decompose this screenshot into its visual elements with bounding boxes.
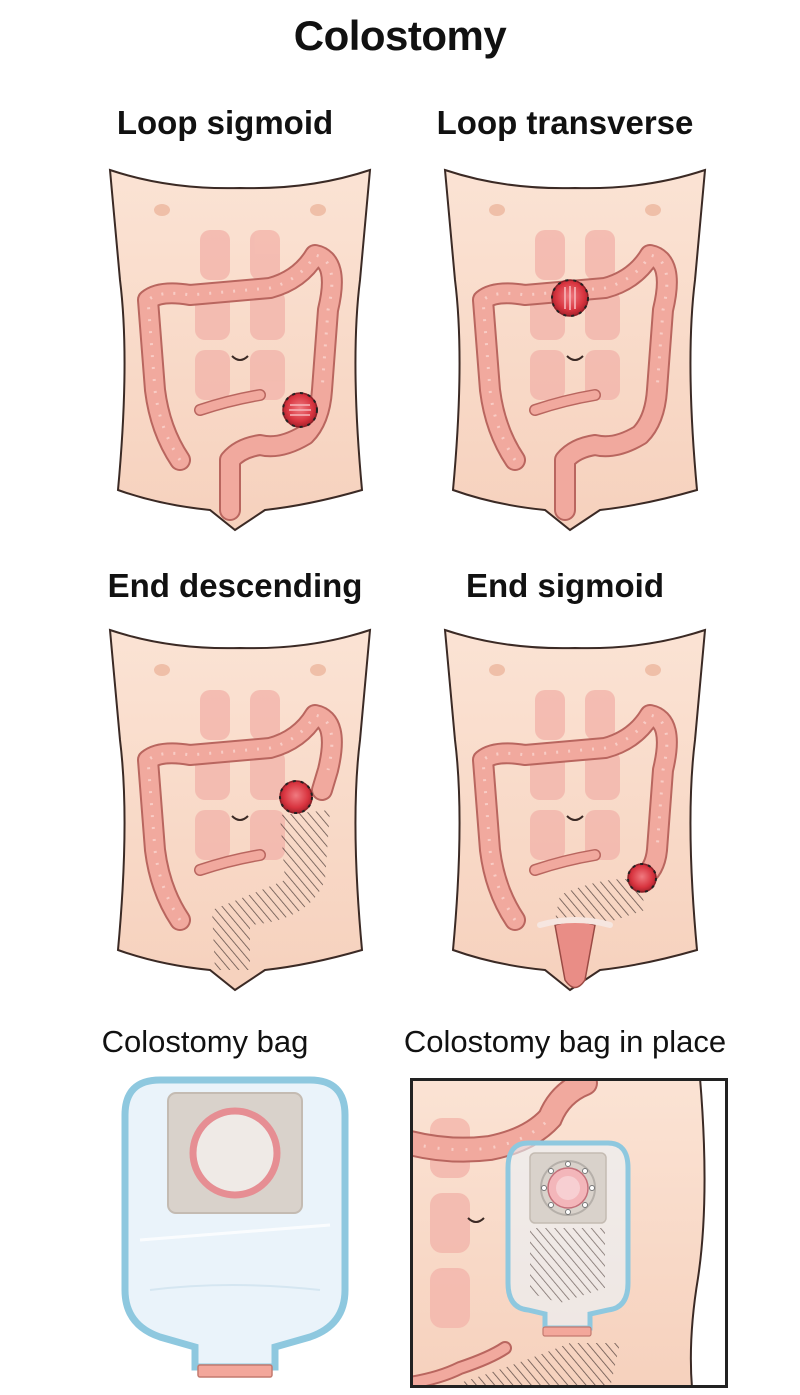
stoma bbox=[627, 863, 657, 893]
stoma-opening-ring bbox=[189, 1107, 281, 1199]
colostomy-bag-in-place-illustration bbox=[410, 1078, 728, 1388]
removed-colon-hatch bbox=[460, 1343, 620, 1388]
drain-outlet bbox=[197, 1364, 273, 1378]
abdominal-muscles bbox=[195, 230, 285, 400]
label-end-descending: End descending bbox=[107, 567, 363, 604]
label-colostomy-bag: Colostomy bag bbox=[101, 1024, 309, 1059]
label-colostomy-bag-in-place: Colostomy bag in place bbox=[403, 1024, 727, 1059]
label-loop-sigmoid: Loop sigmoid bbox=[116, 104, 334, 141]
drain-outlet bbox=[542, 1326, 592, 1337]
abdominal-muscles bbox=[530, 230, 620, 400]
panel-end-sigmoid bbox=[435, 620, 715, 1000]
panel-end-descending bbox=[100, 620, 380, 1000]
stoma bbox=[282, 392, 318, 428]
stoma bbox=[279, 780, 313, 814]
diagram-title: Colostomy bbox=[293, 12, 507, 59]
colostomy-bag-illustration bbox=[110, 1075, 360, 1385]
stoma bbox=[551, 279, 589, 317]
panel-loop-transverse bbox=[435, 160, 715, 540]
removed-colon-hatch bbox=[555, 879, 645, 925]
removed-colon-hatch bbox=[530, 1228, 605, 1303]
panel-loop-sigmoid bbox=[100, 160, 380, 540]
stoma-in-bag bbox=[541, 1161, 595, 1215]
removed-colon-hatch bbox=[212, 810, 330, 970]
label-loop-transverse: Loop transverse bbox=[436, 104, 694, 141]
label-end-sigmoid: End sigmoid bbox=[466, 567, 664, 604]
